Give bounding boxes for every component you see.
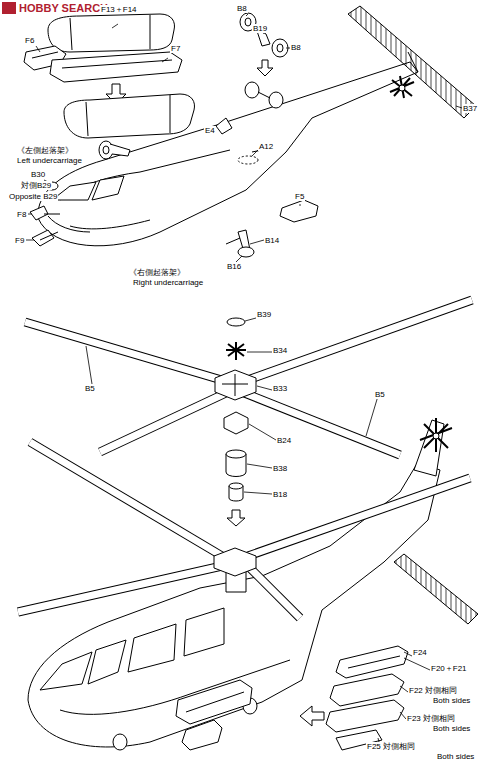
callout-label: B16 [226,262,242,271]
callout-label: B37 [462,104,478,113]
callout-label: Right undercarriage [132,278,204,287]
callout-label: 《左側起落架》 [16,146,74,155]
callout-label: B34 [272,346,288,355]
callout-label: B5 [84,384,96,393]
callout-label: F23 対側相同 [406,714,456,723]
callout-label: B24 [276,436,292,445]
callout-label: B39 [256,310,272,319]
callout-label: B19 [252,24,268,33]
callout-label: F8 [16,210,27,219]
callout-label: Opposite B29 [8,192,58,201]
callout-label: Both sides [432,724,471,733]
callout-label: F7 [170,44,181,53]
callout-label: 《右側起落架》 [128,268,186,277]
callout-label: E4 [204,126,216,135]
callout-label: F9 [14,236,25,245]
callout-label: B14 [264,236,280,245]
callout-label: B8 [236,4,248,13]
callout-label: B5 [374,390,386,399]
callout-label: Left undercarriage [16,156,83,165]
callout-label: F25 対側相同 [366,742,416,751]
watermark: HOBBY SEARCH [18,2,109,14]
callout-label: F13＋F14 [100,5,138,14]
callout-label: F5 [294,192,305,201]
callout-label: 対側B29 [20,181,52,190]
callout-label: F22 対側相同 [408,686,458,695]
callout-label: A12 [258,142,274,151]
callout-label: F6 [24,36,35,45]
callout-label: F24 [412,648,428,657]
callout-label: B18 [272,490,288,499]
callout-label: B38 [272,464,288,473]
callout-label: B8 [290,43,302,52]
callout-label: F20＋F21 [430,664,468,673]
callout-label: Both sides [436,752,475,761]
callout-label: Both sides [432,696,471,705]
callout-label: B30 [30,170,46,179]
callout-label: B33 [272,384,288,393]
